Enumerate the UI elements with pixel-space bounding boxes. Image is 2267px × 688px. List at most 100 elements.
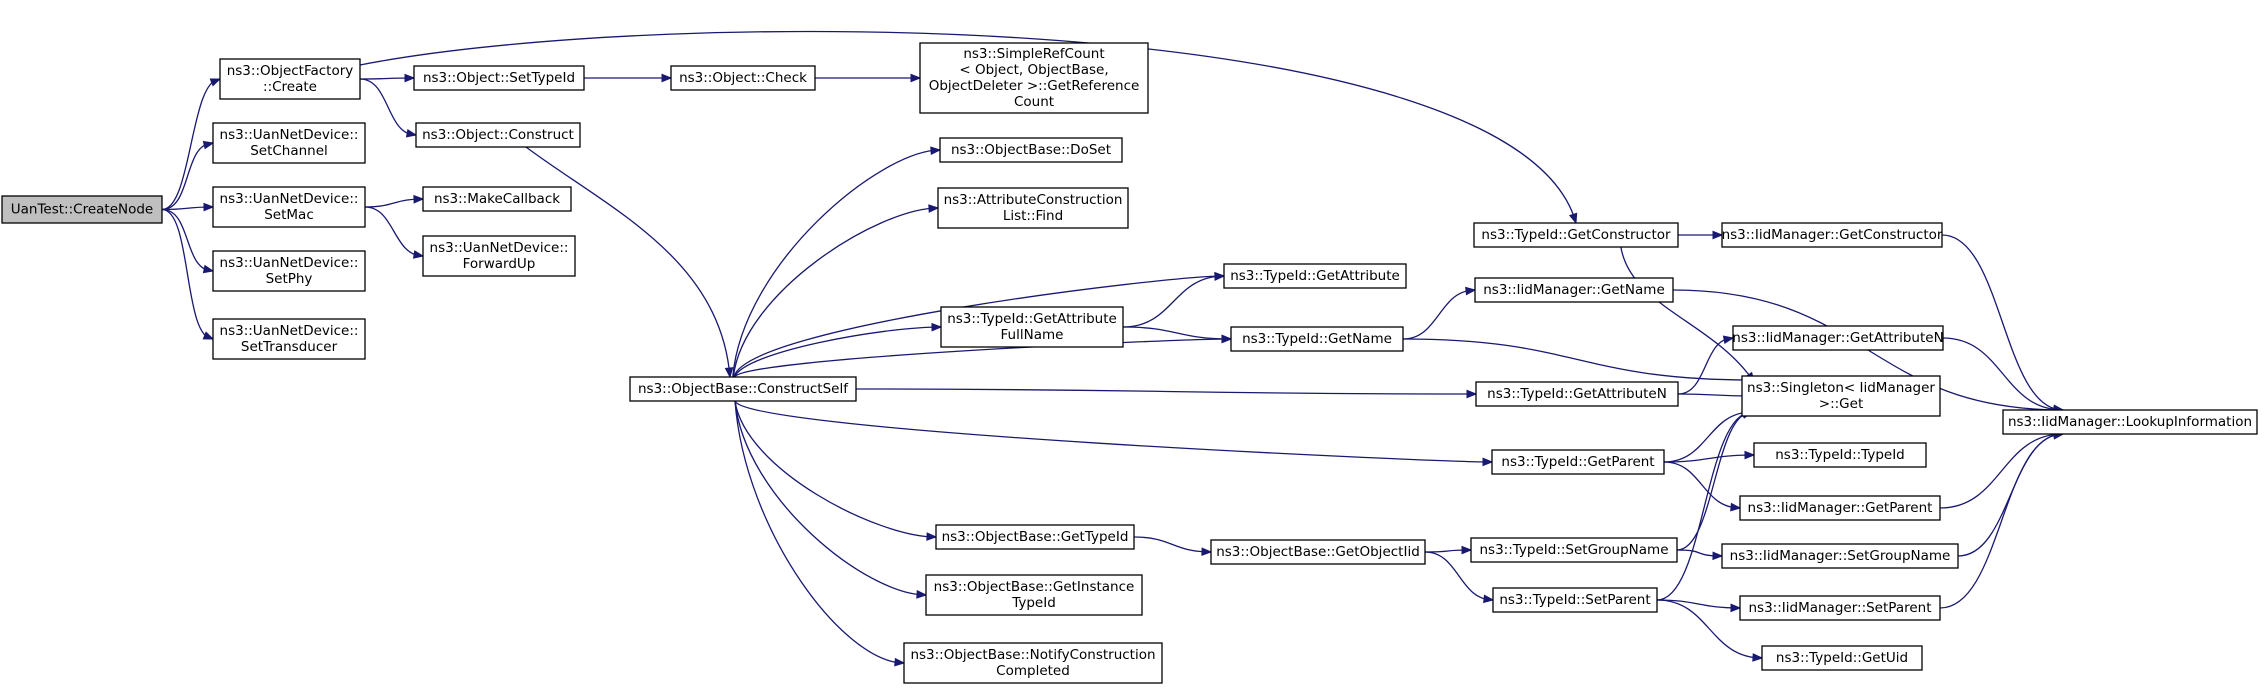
node-box[interactable] — [1753, 442, 1927, 468]
node-objbase-getobjectiid[interactable]: ns3::ObjectBase::GetObjectIid — [1210, 539, 1426, 565]
edge-typeid_getattributen-to-singleton_get — [1677, 393, 1753, 397]
node-box[interactable] — [2002, 409, 2258, 435]
node-objbase-gettypeid[interactable]: ns3::ObjectBase::GetTypeId — [935, 524, 1135, 550]
node-label: ns3::TypeId::GetAttribute — [1230, 268, 1400, 284]
node-box[interactable] — [1, 195, 163, 224]
node-box[interactable] — [212, 186, 366, 228]
node-box[interactable] — [670, 65, 816, 91]
node-create-node[interactable]: UanTest::CreateNode — [1, 195, 163, 224]
node-box[interactable] — [1491, 449, 1665, 475]
node-box[interactable] — [903, 642, 1163, 684]
node-box[interactable] — [940, 306, 1124, 348]
node-box[interactable] — [1739, 495, 1941, 521]
arrowhead-iid_getconstructor — [1712, 230, 1724, 240]
node-label: ns3::ObjectBase::GetInstance — [934, 579, 1135, 595]
node-typeid-setgroupname[interactable]: ns3::TypeId::SetGroupName — [1470, 537, 1678, 563]
node-box[interactable] — [925, 574, 1143, 616]
node-box[interactable] — [1732, 325, 1944, 351]
node-box[interactable] — [1761, 645, 1923, 671]
node-uan-setchannel[interactable]: ns3::UanNetDevice::SetChannel — [212, 122, 366, 164]
node-iid-getparent[interactable]: ns3::IidManager::GetParent — [1739, 495, 1941, 521]
node-label: UanTest::CreateNode — [11, 202, 153, 218]
arrowhead-uan_forwardup — [412, 250, 425, 259]
node-box[interactable] — [1739, 595, 1941, 621]
arrowhead-typeid_setgroupname — [1461, 545, 1473, 555]
arrowhead-typeid_getuid — [1752, 653, 1764, 662]
arrowhead-objbase_getobjectiid — [1201, 547, 1213, 557]
node-typeid-getuid[interactable]: ns3::TypeId::GetUid — [1761, 645, 1923, 671]
node-iid-getattributen[interactable]: ns3::IidManager::GetAttributeN — [1732, 325, 1944, 351]
node-label: ns3::TypeId::GetAttributeN — [1487, 386, 1667, 402]
arrowhead-typeid_getparent — [1482, 457, 1494, 467]
arrowhead-make_callback — [413, 194, 425, 204]
node-box[interactable] — [415, 122, 581, 148]
node-uan-forwardup[interactable]: ns3::UanNetDevice::ForwardUp — [422, 235, 576, 277]
node-box[interactable] — [1475, 381, 1679, 407]
node-iid-setgroupname[interactable]: ns3::IidManager::SetGroupName — [1721, 543, 1959, 569]
node-box[interactable] — [1210, 539, 1426, 565]
edge-object_construct-to-objbase_constructself — [525, 146, 731, 378]
node-uan-setmac[interactable]: ns3::UanNetDevice::SetMac — [212, 186, 366, 228]
node-object-check[interactable]: ns3::Object::Check — [670, 65, 816, 91]
node-box[interactable] — [1223, 263, 1407, 289]
node-typeid-setparent[interactable]: ns3::TypeId::SetParent — [1492, 587, 1658, 613]
arrowhead-uan_setchannel — [202, 140, 215, 150]
node-iid-getname[interactable]: ns3::IidManager::GetName — [1474, 277, 1674, 303]
node-box[interactable] — [919, 42, 1149, 114]
edge-objbase_constructself-to-objbase_gettypeid — [734, 400, 937, 538]
arrowhead-iid_getparent — [1730, 502, 1742, 512]
node-typeid-getname[interactable]: ns3::TypeId::GetName — [1230, 326, 1404, 352]
node-label: ns3::MakeCallback — [434, 191, 560, 207]
arrowhead-iid_getattributen — [1722, 335, 1735, 345]
node-typeid-getattributen[interactable]: ns3::TypeId::GetAttributeN — [1475, 381, 1679, 407]
node-box[interactable] — [212, 250, 366, 292]
node-box[interactable] — [1470, 537, 1678, 563]
node-objfactory-create[interactable]: ns3::ObjectFactory::Create — [219, 58, 361, 100]
node-box[interactable] — [1230, 326, 1404, 352]
node-iid-setparent[interactable]: ns3::IidManager::SetParent — [1739, 595, 1941, 621]
arrowhead-typeid_getattribute — [1214, 272, 1226, 281]
node-box[interactable] — [212, 318, 366, 360]
arrowhead-typeid_setparent — [1483, 594, 1495, 604]
node-make-callback[interactable]: ns3::MakeCallback — [422, 186, 572, 212]
node-box[interactable] — [939, 137, 1123, 163]
node-iid-getconstructor[interactable]: ns3::IidManager::GetConstructor — [1721, 222, 1943, 248]
node-box[interactable] — [629, 376, 857, 402]
node-box[interactable] — [422, 235, 576, 277]
arrowhead-uan_setmac — [203, 202, 215, 212]
node-box[interactable] — [219, 58, 361, 100]
node-label: ns3::AttributeConstruction — [944, 192, 1123, 208]
node-box[interactable] — [1721, 543, 1959, 569]
node-box[interactable] — [1492, 587, 1658, 613]
edge-typeid_setparent-to-singleton_get — [1656, 411, 1753, 601]
node-box[interactable] — [422, 186, 572, 212]
node-singleton-get[interactable]: ns3::Singleton< IidManager>::Get — [1741, 375, 1941, 417]
node-object-settypeid[interactable]: ns3::Object::SetTypeId — [413, 65, 585, 91]
node-box[interactable] — [935, 524, 1135, 550]
node-box[interactable] — [1474, 277, 1674, 303]
node-box[interactable] — [212, 122, 366, 164]
node-typeid-getparent[interactable]: ns3::TypeId::GetParent — [1491, 449, 1665, 475]
node-box[interactable] — [413, 65, 585, 91]
node-typeid-getattribute[interactable]: ns3::TypeId::GetAttribute — [1223, 263, 1407, 289]
node-typeid-typeid[interactable]: ns3::TypeId::TypeId — [1753, 442, 1927, 468]
node-objbase-constructself[interactable]: ns3::ObjectBase::ConstructSelf — [629, 376, 857, 402]
node-object-construct[interactable]: ns3::Object::Construct — [415, 122, 581, 148]
node-objbase-doset[interactable]: ns3::ObjectBase::DoSet — [939, 137, 1123, 163]
node-iid-lookupinformation[interactable]: ns3::IidManager::LookupInformation — [2002, 409, 2258, 435]
node-simplerefcount[interactable]: ns3::SimpleRefCount< Object, ObjectBase,… — [919, 42, 1149, 114]
node-box[interactable] — [1741, 375, 1941, 417]
node-uan-setphy[interactable]: ns3::UanNetDevice::SetPhy — [212, 250, 366, 292]
node-uan-settransducer[interactable]: ns3::UanNetDevice::SetTransducer — [212, 318, 366, 360]
edge-typeid_setgroupname-to-singleton_get — [1676, 411, 1753, 551]
node-objbase-notifyconstr[interactable]: ns3::ObjectBase::NotifyConstructionCompl… — [903, 642, 1163, 684]
node-label: ns3::ObjectBase::GetTypeId — [942, 529, 1129, 545]
node-box[interactable] — [1473, 222, 1679, 248]
node-typeid-getconstructor[interactable]: ns3::TypeId::GetConstructor — [1473, 222, 1679, 248]
node-box[interactable] — [1721, 222, 1943, 248]
node-box[interactable] — [937, 187, 1129, 229]
